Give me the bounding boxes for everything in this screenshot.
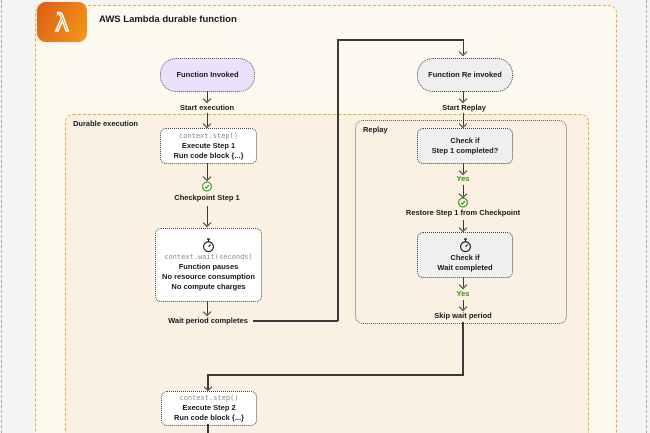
wait-line3: No compute charges (171, 281, 246, 291)
canvas-left-guide (1, 0, 2, 433)
arrow-checkwait-to-yes2 (462, 277, 464, 287)
wait-line2: No resource consumption (162, 272, 255, 282)
wait-line1: Function pauses (178, 262, 239, 272)
stopwatch-icon (202, 238, 215, 253)
node-function-invoked: Function Invoked (160, 58, 255, 92)
check-step1-line2: Step 1 completed? (431, 146, 499, 155)
step1-line2: Run code block {...} (173, 150, 244, 160)
check-wait-line2: Wait completed (437, 262, 493, 272)
label-checkpoint-step1: Checkpoint Step 1 (174, 193, 240, 202)
arrow-reinvoked-to-startreplay (462, 91, 464, 101)
step1-line1: Execute Step 1 (181, 140, 236, 150)
label-wait-period-completes: Wait period completes (168, 316, 248, 325)
step1-code: context.step() (178, 131, 238, 140)
arrow-into-reinvoked (462, 40, 464, 54)
lambda-glyph: λ (54, 8, 70, 37)
arrow-yes2-to-skip (462, 300, 464, 309)
node-context-wait: context.wait(seconds) Function pauses No… (155, 228, 262, 302)
arrow-restore-to-checkwait (462, 220, 464, 230)
connector-step2-continues (207, 424, 209, 433)
node-function-invoked-label: Function Invoked (176, 70, 239, 80)
arrow-step1-to-checkpoint (206, 163, 208, 179)
node-check-step1-completed: Check if Step 1 completed? (417, 128, 513, 164)
svg-text:λ: λ (55, 9, 69, 37)
node-execute-step1: context.step() Execute Step 1 Run code b… (160, 128, 257, 164)
arrow-startreplay-to-check1 (462, 113, 464, 126)
label-skip-wait-period: Skip wait period (434, 311, 492, 320)
node-function-reinvoked-label: Function Re invoked (428, 70, 502, 80)
label-start-replay: Start Replay (442, 103, 486, 112)
node-check-wait-completed: Check if Wait completed (417, 232, 513, 278)
label-start-execution: Start execution (179, 103, 235, 112)
connector-replay-down (462, 322, 464, 375)
aws-lambda-icon: λ (37, 2, 87, 42)
node-execute-step2: context.step() Execute Step 2 Run code b… (161, 391, 257, 426)
canvas-right-guide (646, 0, 647, 433)
step2-line1: Execute Step 2 (182, 403, 236, 413)
check-wait-line1: Check if (450, 252, 480, 262)
arrow-invoked-to-start (206, 91, 208, 101)
check-circle-icon (202, 181, 213, 192)
arrow-yes-to-restore (462, 185, 464, 196)
connector-bottom-horizontal (207, 374, 464, 376)
replay-label: Replay (363, 125, 388, 134)
connector-top-horizontal (337, 39, 464, 41)
node-function-reinvoked: Function Re invoked (417, 58, 513, 92)
connector-wait-horizontal (253, 320, 338, 322)
label-yes-2: Yes (456, 289, 470, 298)
arrow-wait-to-completes (206, 301, 208, 314)
check-circle-icon-restore (458, 197, 469, 208)
check-step1-line1: Check if (450, 136, 480, 146)
arrow-checkpoint-to-wait (206, 206, 208, 225)
page-title: AWS Lambda durable function (99, 14, 237, 25)
stopwatch-icon-2 (459, 238, 472, 253)
arrow-into-step2 (207, 375, 209, 389)
step2-line2: Run code block {...} (173, 413, 244, 423)
label-restore-checkpoint: Restore Step 1 from Checkpoint (405, 208, 521, 217)
connector-wait-vertical (337, 39, 339, 321)
arrow-start-to-step1 (206, 113, 208, 126)
label-yes-1: Yes (456, 174, 470, 183)
durable-execution-label: Durable execution (73, 119, 139, 128)
step2-code: context.step() (179, 394, 239, 403)
arrow-check1-to-yes (462, 163, 464, 173)
wait-code: context.wait(seconds) (164, 253, 253, 262)
